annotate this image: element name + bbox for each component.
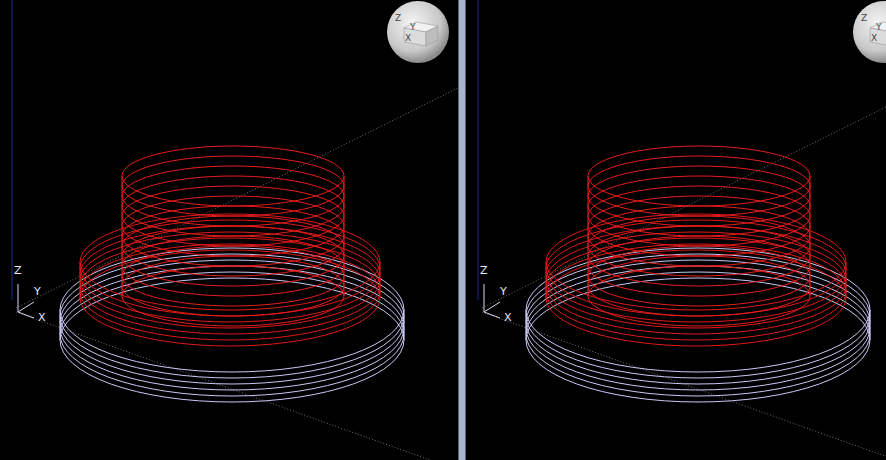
view-cube-axis-label: Z bbox=[395, 13, 401, 23]
right-viewport bbox=[478, 0, 886, 460]
splitter-edge bbox=[458, 0, 459, 460]
view-cube-axis-label: Y bbox=[876, 22, 882, 32]
view-cube-axis-label: Z bbox=[861, 13, 867, 23]
splitter-edge bbox=[465, 0, 466, 460]
view-cube-axis-label: X bbox=[405, 33, 411, 43]
axis-triad-label: Z bbox=[480, 265, 488, 277]
left-viewport bbox=[12, 0, 458, 460]
axis-triad-label: X bbox=[504, 312, 512, 324]
view-cube-axis-label: Y bbox=[410, 22, 416, 32]
splitter-bar bbox=[458, 0, 466, 460]
axis-triad-label: Y bbox=[500, 286, 507, 298]
axis-triad-label: Z bbox=[14, 265, 22, 277]
view-cube-axis-label: X bbox=[871, 33, 877, 43]
axis-triad-label: Y bbox=[34, 286, 41, 298]
axis-triad-label: X bbox=[38, 312, 46, 324]
